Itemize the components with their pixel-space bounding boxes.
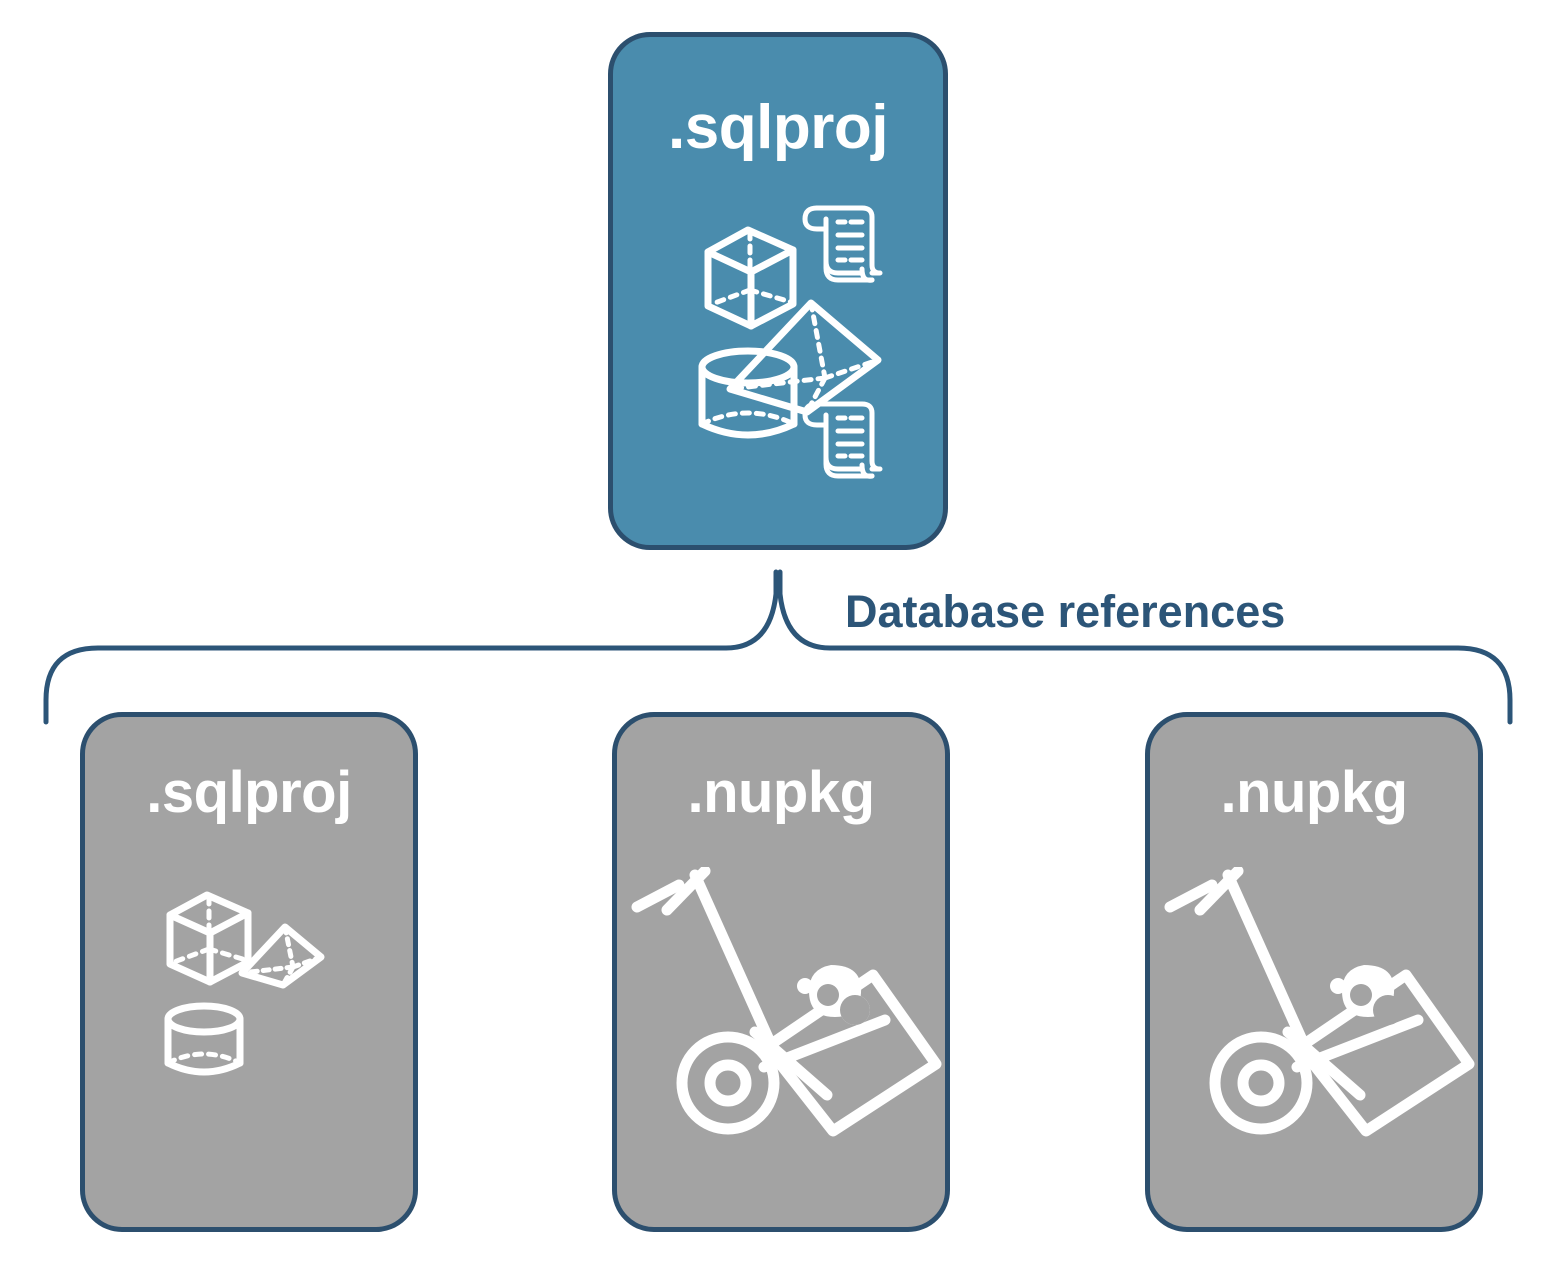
- nuget-hand-truck-wheel-icon: [1209, 1031, 1313, 1135]
- node-root-sqlproj[interactable]: .sqlproj: [608, 32, 948, 550]
- pyramid-3d-icon: [238, 923, 325, 989]
- node-reference-1-title: .nupkg: [687, 760, 875, 825]
- cube-3d-hidden-edges: [709, 229, 794, 307]
- node-root-icon-group: [613, 192, 943, 482]
- scroll-script-icon: [802, 401, 883, 479]
- node-reference-2-icon-group: [1150, 867, 1478, 1157]
- node-reference-0-icon-group: [85, 867, 413, 1107]
- brace-label-database-references: Database references: [845, 586, 1286, 637]
- scroll-script-icon: [802, 205, 883, 283]
- node-reference-2-title: .nupkg: [1220, 760, 1408, 825]
- node-reference-0-title: .sqlproj: [146, 760, 352, 825]
- cylinder-3d-hidden-edge: [699, 410, 797, 427]
- nuget-hand-truck-wheel-icon: [676, 1031, 780, 1135]
- cylinder-3d-icon: [164, 1002, 244, 1076]
- node-reference-1-icon-group: [617, 867, 945, 1157]
- nuget-package-logo-cutout: [817, 984, 870, 1025]
- cylinder-3d-icon: [698, 347, 798, 439]
- node-reference-1-nupkg[interactable]: .nupkg: [612, 712, 950, 1232]
- node-reference-2-nupkg[interactable]: .nupkg: [1145, 712, 1483, 1232]
- nuget-package-logo-cutout: [1350, 984, 1403, 1025]
- curly-brace-icon: [43, 569, 1513, 725]
- node-reference-0-sqlproj[interactable]: .sqlproj: [80, 712, 418, 1232]
- cube-3d-hidden-edges: [171, 894, 249, 965]
- pyramid-3d-hidden-edges: [239, 924, 324, 988]
- node-root-title: .sqlproj: [668, 93, 888, 162]
- cylinder-3d-hidden-edge: [165, 1051, 243, 1066]
